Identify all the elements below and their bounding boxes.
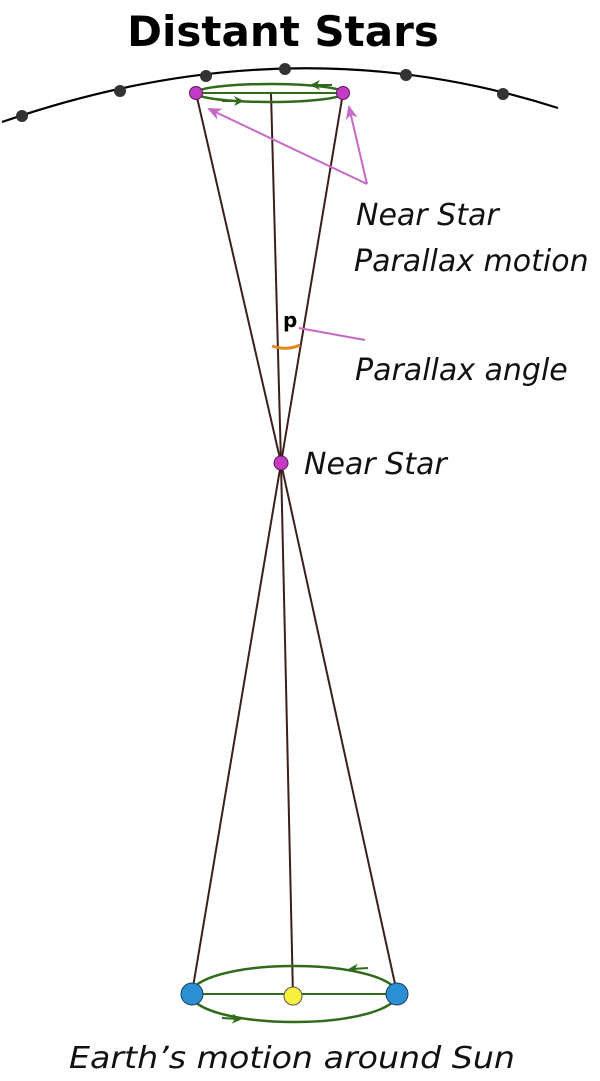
sight-line-left-bottom	[191, 462, 282, 994]
sight-line-right-bottom	[280, 462, 398, 994]
sight-line-right-top	[280, 92, 344, 464]
sight-line-center-bottom	[280, 462, 294, 997]
sky-arc	[1, 67, 559, 124]
parallax-angle-symbol: p	[283, 308, 297, 332]
sight-line-left-top	[195, 92, 282, 464]
near-star-label: Near Star	[304, 447, 448, 482]
distant-star	[114, 85, 126, 97]
sight-line-center-top	[270, 92, 282, 464]
earth-orbit-arrow-top	[348, 963, 369, 974]
parallax-angle-label: Parallax angle	[355, 353, 568, 388]
near-star-motion-label-line1: Near Star	[356, 198, 500, 233]
distant-star	[400, 69, 412, 81]
annotation-arrow-right	[345, 105, 368, 185]
distant-star	[16, 110, 28, 122]
sun	[283, 986, 303, 1006]
earth-orbit-arrow-bottom	[221, 1013, 242, 1024]
near-star-apparent-left	[189, 86, 203, 100]
earth-motion-label: Earth’s motion around Sun	[69, 1041, 515, 1076]
distant-star	[279, 63, 291, 75]
near-star-apparent-right	[336, 86, 350, 100]
parallax-angle-pointer	[298, 327, 366, 341]
distant-star	[497, 88, 509, 100]
earth-right	[385, 982, 409, 1006]
distant-star	[200, 70, 212, 82]
title: Distant Stars	[127, 7, 439, 56]
near-star-motion-label-line2: Parallax motion	[354, 244, 589, 279]
annotation-arrow-left	[207, 108, 368, 185]
earth-left	[180, 982, 204, 1006]
near-star	[273, 455, 289, 471]
parallax-angle-arc	[271, 343, 301, 350]
